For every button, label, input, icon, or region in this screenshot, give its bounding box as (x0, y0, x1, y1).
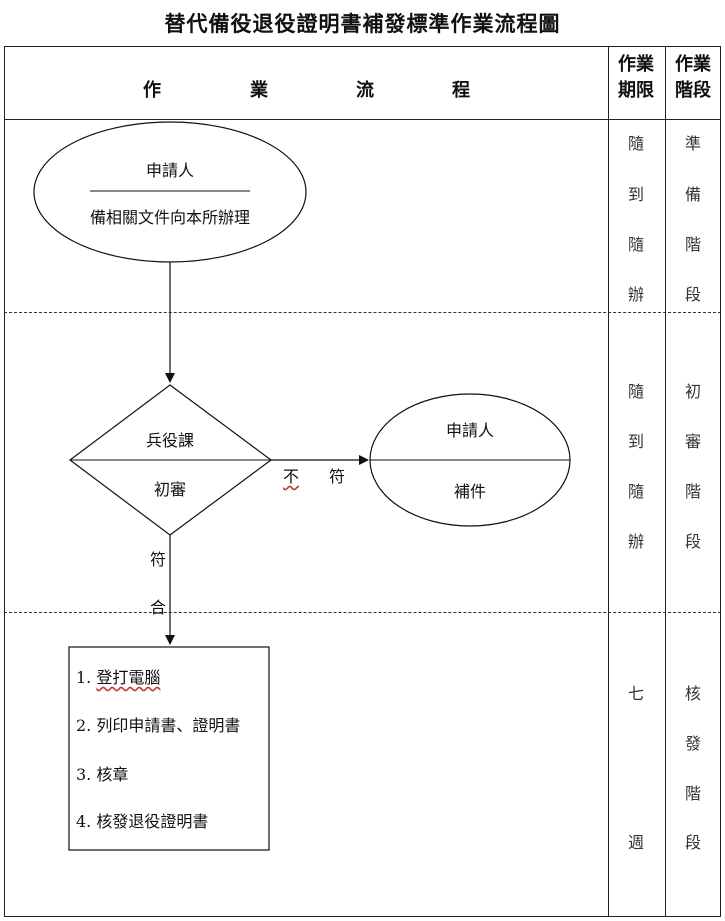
stage-row-2-char-4: 段 (684, 532, 701, 551)
task-item-2: 2. 列印申請書、證明書 (76, 716, 241, 735)
stage-row-2-char-3: 階 (684, 482, 701, 501)
period-row-1-char-4: 辦 (627, 285, 644, 304)
row-divider-2 (4, 612, 721, 613)
applicant-ellipse (33, 121, 307, 263)
period-column-divider (608, 46, 609, 917)
period-header-line-2: 期限 (618, 80, 654, 101)
period-row-1-char-1: 隨 (627, 134, 644, 153)
applicant-instruction: 備相關文件向本所辦理 (89, 208, 250, 227)
stage-row-2-char-2: 審 (684, 432, 701, 451)
period-row-3-char-2: 週 (627, 833, 644, 852)
not-match-label-char-2: 符 (329, 467, 346, 486)
stage-column-divider (665, 46, 666, 917)
stage-row-1-char-3: 階 (684, 235, 701, 254)
stage-row-2-char-1: 初 (684, 382, 701, 401)
task-item-1-text: 登打電腦 (96, 668, 161, 687)
stage-row-3-char-2: 發 (684, 734, 701, 753)
stage-row-1-char-2: 備 (684, 185, 701, 204)
supplement-title: 申請人 (445, 421, 494, 440)
task-item-1: 1. 登打電腦 (76, 664, 160, 688)
match-label-char-1: 符 (150, 550, 167, 569)
task-item-3: 3. 核章 (76, 765, 129, 784)
stage-header: 作業 階段 (668, 52, 718, 104)
row-divider-1 (4, 312, 721, 313)
process-header-char-1: 作 (143, 80, 161, 101)
applicant-title: 申請人 (145, 161, 194, 180)
issuance-task-box (68, 646, 270, 851)
period-row-1-char-3: 隨 (627, 235, 644, 254)
stage-row-1-char-1: 準 (684, 134, 701, 153)
stage-row-3-char-3: 階 (684, 784, 701, 803)
supplement-step: 補件 (453, 482, 486, 501)
flowchart-table (4, 46, 721, 917)
period-header-line-1: 作業 (618, 54, 654, 75)
period-row-2-char-2: 到 (627, 432, 644, 451)
stage-header-line-1: 作業 (675, 54, 711, 75)
process-header-char-3: 流 (356, 80, 374, 101)
stage-row-1-char-4: 段 (684, 285, 701, 304)
stage-header-line-2: 階段 (675, 80, 711, 101)
period-row-1-char-2: 到 (627, 185, 644, 204)
period-row-3-char-1: 七 (627, 684, 644, 703)
page-title: 替代備役退役證明書補發標準作業流程圖 (164, 11, 561, 36)
process-header-char-2: 業 (250, 80, 268, 101)
stage-row-3-char-4: 段 (684, 833, 701, 852)
header-divider (4, 119, 721, 120)
task-item-1-number: 1. (76, 668, 97, 687)
stage-row-3-char-1: 核 (684, 684, 701, 703)
period-row-2-char-3: 隨 (627, 482, 644, 501)
review-step: 初審 (153, 480, 186, 499)
not-match-label-char-1: 不 (283, 467, 300, 486)
review-office: 兵役課 (145, 431, 194, 450)
period-row-2-char-1: 隨 (627, 382, 644, 401)
task-item-4: 4. 核發退役證明書 (76, 812, 209, 831)
period-row-2-char-4: 辦 (627, 532, 644, 551)
process-header-char-4: 程 (452, 80, 470, 101)
period-header: 作業 期限 (611, 52, 661, 104)
match-label-char-2: 合 (150, 598, 167, 617)
